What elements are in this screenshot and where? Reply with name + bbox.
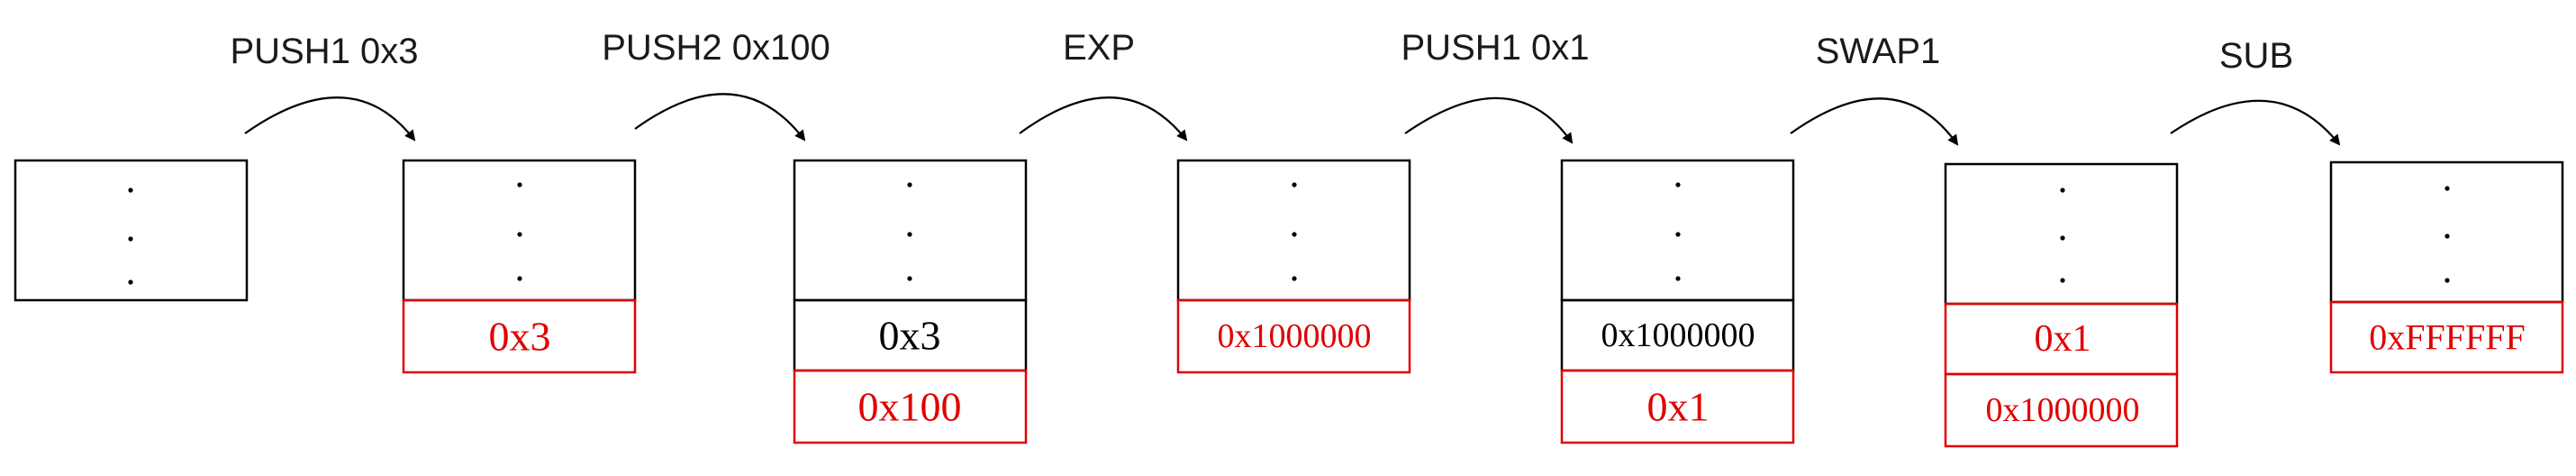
stack-state-5: 0x1000000 0x1 [1560, 159, 1795, 444]
ellipsis-dot [1675, 276, 1681, 281]
stack-cell-box [1176, 298, 1411, 374]
stack-state-2: 0x3 [402, 159, 637, 374]
stack-ellipsis-box [1944, 162, 2179, 306]
stack-cell-box [402, 298, 637, 374]
op-label-exp: EXP [1063, 28, 1135, 68]
ellipsis-dot [1292, 276, 1297, 281]
transition-arrow-2 [634, 93, 806, 142]
ellipsis-dot [128, 279, 133, 285]
stack-cell-box [1560, 369, 1795, 444]
ellipsis-dot [1292, 232, 1297, 237]
op-label-sub: SUB [2219, 36, 2293, 76]
ellipsis-dot [907, 276, 912, 281]
ellipsis-dot [128, 236, 133, 242]
ellipsis-dot [907, 182, 912, 188]
stack-cell-value: 0x1000000 [1986, 391, 2140, 429]
stack-state-4: 0x1000000 [1176, 159, 1411, 374]
transition-arrow-3 [1019, 96, 1188, 142]
stack-cell-box [793, 369, 1028, 444]
stack-state-1 [14, 159, 249, 302]
stack-cell-value: 0x1 [1647, 384, 1710, 430]
stack-cell-value: 0x1000000 [1218, 317, 1372, 355]
stack-state-7: 0xFFFFFF [2329, 160, 2564, 374]
ellipsis-dot [128, 188, 133, 193]
ellipsis-dot [517, 182, 522, 188]
ellipsis-dot [1675, 232, 1681, 237]
ellipsis-dot [1675, 182, 1681, 188]
transition-arrow-5 [1790, 97, 1959, 146]
transition-arrow-6 [2170, 99, 2341, 146]
ellipsis-dot [2060, 188, 2065, 193]
transition-arrow-4 [1404, 96, 1574, 144]
ellipsis-dot [907, 232, 912, 237]
ellipsis-dot [2060, 235, 2065, 241]
stack-cell-value: 0x1000000 [1601, 316, 1755, 354]
stack-cell-box [2329, 300, 2564, 374]
ellipsis-dot [2060, 278, 2065, 283]
ellipsis-dot [517, 232, 522, 237]
ellipsis-dot [2444, 278, 2450, 283]
stack-cell-value: 0x3 [489, 314, 551, 360]
op-label-push1-0x3: PUSH1 0x3 [231, 32, 419, 71]
transition-arrow-1 [244, 96, 416, 142]
ellipsis-dot [1292, 182, 1297, 188]
stack-state-6: 0x1 0x1000000 [1944, 162, 2179, 448]
stack-cell-box [1944, 372, 2179, 448]
ellipsis-dot [517, 276, 522, 281]
op-label-push2-0x100: PUSH2 0x100 [602, 28, 830, 68]
ellipsis-dot [2444, 233, 2450, 239]
stack-cell-value: 0x3 [879, 313, 941, 359]
ellipsis-dot [2444, 186, 2450, 191]
stack-cell-value: 0x1 [2035, 318, 2091, 360]
stack-ellipsis-box [14, 159, 249, 302]
op-label-push1-0x1: PUSH1 0x1 [1401, 28, 1590, 68]
op-label-swap1: SWAP1 [1816, 32, 1941, 71]
stack-cell-value: 0xFFFFFF [2369, 317, 2525, 358]
stack-cell-value: 0x100 [858, 384, 962, 430]
stack-state-3: 0x3 0x100 [793, 159, 1028, 444]
